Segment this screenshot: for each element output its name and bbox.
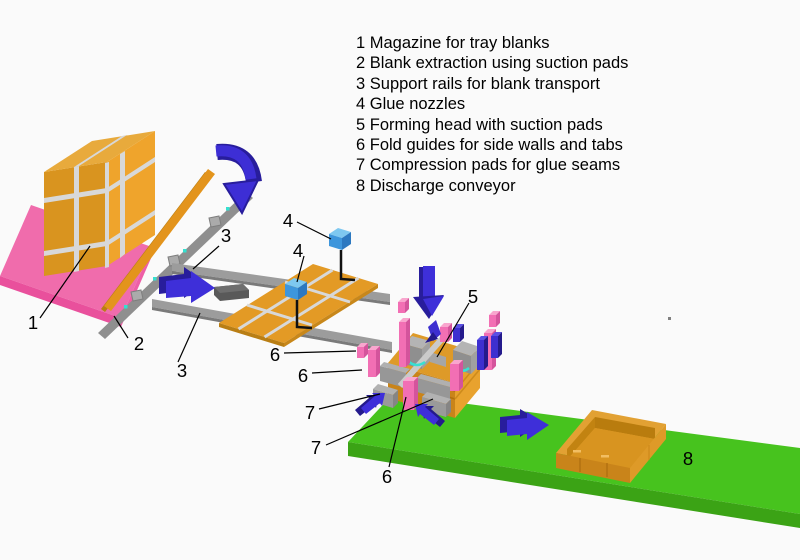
fold-guide bbox=[398, 298, 409, 313]
callout-numbers: 1 2 3 3 4 4 5 6 6 7 7 6 8 bbox=[28, 210, 693, 487]
glue-nozzle-lower bbox=[285, 278, 307, 300]
tray-wall-front-right bbox=[630, 424, 666, 483]
pallet-front-left bbox=[0, 276, 121, 327]
rotation-arrow-icon bbox=[215, 143, 262, 216]
legend-item-4: 4 Glue nozzles bbox=[356, 95, 466, 114]
flat-blank-top bbox=[219, 264, 378, 343]
callout-8: 8 bbox=[683, 448, 693, 469]
magazine-stack bbox=[44, 131, 155, 276]
callout-7-a: 7 bbox=[305, 402, 315, 423]
transport-arrow-icon bbox=[159, 267, 215, 303]
leader-lines bbox=[39, 221, 470, 468]
fold-guide bbox=[403, 377, 418, 410]
callout-6-a: 6 bbox=[270, 344, 280, 365]
callout-4-lower: 4 bbox=[293, 240, 303, 261]
suction-bar-carriages bbox=[130, 215, 222, 302]
legend-item-1: 1 Magazine for tray blanks bbox=[356, 34, 550, 52]
magazine-straps bbox=[44, 135, 155, 272]
fold-guide bbox=[489, 311, 500, 327]
compression-arrow-icon bbox=[415, 404, 445, 427]
callout-6-c: 6 bbox=[382, 466, 392, 487]
formed-tray bbox=[556, 410, 666, 483]
down-arrow-icon bbox=[413, 266, 444, 319]
glue-nozzles bbox=[285, 228, 356, 330]
callout-7-b: 7 bbox=[311, 437, 321, 458]
glue-nozzle-upper bbox=[329, 228, 351, 250]
tray-wall-front-left bbox=[556, 453, 630, 483]
legend-item-2: 2 Blank extraction using suction pads bbox=[356, 54, 629, 73]
forming-station bbox=[355, 266, 502, 427]
legend: 1 Magazine for tray blanks 2 Blank extra… bbox=[356, 33, 628, 196]
suction-pads bbox=[124, 207, 230, 309]
legend-item-3: 3 Support rails for blank transport bbox=[356, 74, 600, 93]
blue-guide-bars bbox=[425, 320, 502, 370]
conveyor-belt-front bbox=[348, 442, 800, 528]
callout-5: 5 bbox=[468, 286, 478, 307]
callout-3-lower: 3 bbox=[177, 360, 187, 381]
fold-guide bbox=[440, 323, 452, 342]
legend-item-8: 8 Discharge conveyor bbox=[356, 176, 516, 195]
compression-arrow-icon bbox=[355, 393, 385, 416]
callout-4-upper: 4 bbox=[283, 210, 293, 231]
tilted-blank bbox=[104, 169, 215, 311]
legend-item-6: 6 Fold guides for side walls and tabs bbox=[356, 136, 623, 155]
fold-guide bbox=[368, 346, 380, 377]
conveyor-arrow-icon bbox=[500, 409, 549, 440]
legend-item-5: 5 Forming head with suction pads bbox=[356, 115, 603, 134]
callout-3-upper: 3 bbox=[221, 225, 231, 246]
fold-guide bbox=[399, 318, 410, 367]
callout-2: 2 bbox=[134, 333, 144, 354]
fold-guide bbox=[357, 343, 368, 358]
callout-1: 1 bbox=[28, 312, 38, 333]
flat-blank bbox=[219, 264, 378, 347]
fold-guide bbox=[450, 360, 463, 391]
dot-artifact bbox=[668, 317, 671, 320]
callout-6-b: 6 bbox=[298, 365, 308, 386]
legend-item-7: 7 Compression pads for glue seams bbox=[356, 156, 621, 175]
